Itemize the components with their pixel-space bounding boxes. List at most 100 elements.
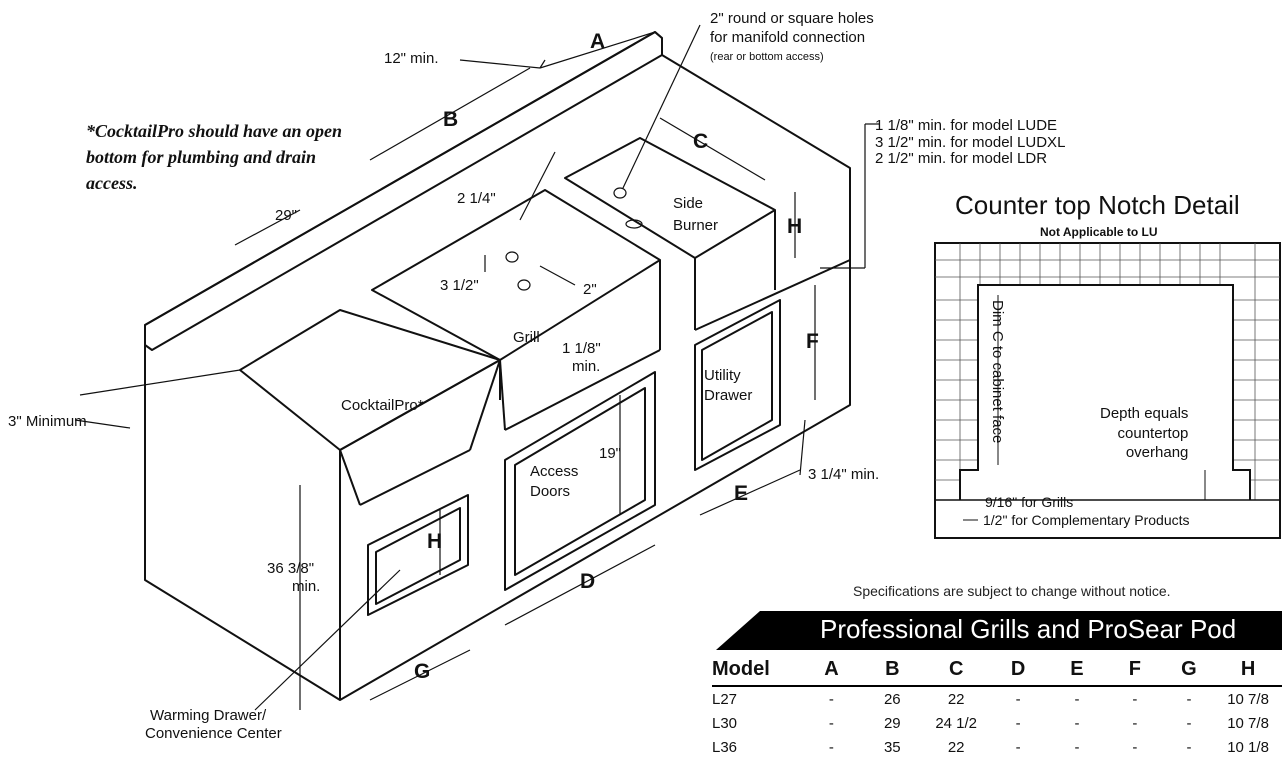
three-half-label: 3 1/2"	[440, 277, 479, 294]
warming-label-b: Convenience Center	[145, 725, 282, 742]
cocktailpro-note: *CocktailPro should have an open bottom …	[86, 121, 343, 194]
table-cell: 22	[947, 690, 965, 708]
table-banner	[716, 611, 1282, 650]
utility-drawer-text: Utility Drawer	[704, 367, 753, 404]
cocktailpro-cavity	[239, 309, 501, 451]
table-cell: -	[1132, 690, 1138, 708]
access-doors-text: Access Doors	[530, 463, 579, 501]
manifold-label-3: (rear or bottom access)	[710, 51, 824, 63]
dim-letter-f: F	[806, 330, 819, 353]
table-cell: -	[1186, 738, 1192, 756]
thirty-six-label-a: 36 3/8"	[267, 560, 315, 577]
table-cell: -	[828, 714, 834, 732]
dim-letter-b: B	[443, 108, 459, 131]
header-g: G	[1163, 654, 1215, 687]
table-cell: -	[1015, 690, 1021, 708]
dim-letter-h-top: H	[787, 215, 803, 238]
utility-drawer-label: Utility Drawer	[704, 366, 764, 405]
depth-line-2: countertop	[1117, 424, 1189, 442]
table-cell: L27	[712, 690, 738, 708]
side-burner-cavity	[564, 137, 776, 259]
header-f: F	[1105, 654, 1164, 687]
notch-detail-subtitle: Not Applicable to LU	[1040, 225, 1158, 239]
table-cell: 24 1/2	[935, 714, 978, 732]
table-cell: -	[1074, 738, 1080, 756]
spec-table: Model A B C D E F G H L27 - 26 22 - - - …	[712, 654, 1282, 759]
products-note: 1/2" for Complementary Products	[983, 512, 1190, 528]
table-cell: -	[1132, 738, 1138, 756]
table-cell: -	[1186, 690, 1192, 708]
dim-letter-d: D	[580, 570, 596, 593]
table-cell: L30	[712, 714, 738, 732]
dim-letter-e: E	[734, 482, 749, 505]
nineteen-label: 19"	[599, 445, 622, 462]
manifold-label-2: for manifold connection	[710, 29, 866, 46]
thirty-six-label-b: min.	[292, 578, 321, 595]
model-note-ludxl: 3 1/2" min. for model LUDXL	[875, 133, 1066, 151]
notch-detail-grid	[934, 242, 1281, 539]
header-h: H	[1214, 654, 1282, 687]
dim-letter-c: C	[693, 130, 709, 153]
table-cell: -	[1074, 690, 1080, 708]
two-quarter-label: 2 1/4"	[457, 190, 496, 207]
table-cell: -	[1015, 738, 1021, 756]
notch-detail-title: Counter top Notch Detail	[955, 190, 1240, 220]
depth-line-3: overhang	[1125, 444, 1189, 461]
table-cell: -	[1132, 714, 1138, 732]
table-cell: 22	[947, 738, 965, 756]
table-cell: L36	[712, 738, 738, 756]
utility-drawer-cutout	[694, 299, 781, 471]
warming-drawer-cutout	[367, 494, 469, 616]
table-cell: 10 7/8	[1227, 714, 1269, 732]
twelve-min-label: 12" min.	[384, 50, 439, 67]
header-model: Model	[712, 654, 803, 687]
table-cell: -	[1015, 714, 1021, 732]
model-notes: 1 1/8" min. for model LUDE 3 1/2" min. f…	[875, 117, 1066, 168]
side-burner-label: Side Burner	[673, 193, 733, 237]
model-note-lude: 1 1/8" min. for model LUDE	[875, 117, 1058, 134]
grill-label: Grill	[513, 329, 540, 346]
three-quarter-min-label: 3 1/4" min.	[808, 466, 880, 483]
warming-label-a: Warming Drawer/	[150, 707, 267, 724]
table-row: L27 - 26 22 - - - - 10 7/8	[712, 686, 1282, 711]
table-cell: 29	[883, 714, 901, 732]
header-a: A	[802, 654, 861, 687]
table-cell: -	[828, 690, 834, 708]
table-cell: -	[1074, 714, 1080, 732]
three-minimum-label: 3" Minimum	[8, 413, 87, 430]
dim-letter-a: A	[590, 30, 606, 53]
grills-note: 9/16" for Grills	[985, 494, 1074, 510]
table-cell: 10 7/8	[1227, 690, 1269, 708]
notch-vertical-label: Dim C to cabinet face	[989, 300, 1006, 444]
table-cell: 26	[883, 690, 901, 708]
model-note-ldr: 2 1/2" min. for model LDR	[875, 150, 1048, 167]
dim-letter-g: G	[414, 660, 431, 683]
side-burner-text: Side Burner	[673, 195, 719, 234]
table-header-row: Model A B C D E F G H	[712, 654, 1282, 687]
two-inch-label: 2"	[583, 281, 597, 298]
table-title: Professional Grills and ProSear Pod	[820, 614, 1237, 644]
header-d: D	[988, 654, 1049, 687]
table-row: L30 - 29 24 1/2 - - - - 10 7/8	[712, 711, 1282, 735]
table-cell: 10 1/8	[1227, 738, 1269, 756]
twenty-nine-label: 29"	[275, 207, 298, 224]
access-doors-cutout	[504, 371, 656, 591]
one-eighth-label-b: min.	[572, 358, 601, 375]
table-cell: -	[1186, 714, 1192, 732]
depth-line-1: Depth equals	[1100, 405, 1189, 422]
dim-letter-h-drawer: H	[427, 530, 443, 553]
one-eighth-label-a: 1 1/8"	[562, 340, 601, 357]
cocktailpro-label: CocktailPro*	[341, 397, 424, 414]
access-doors-label: Access Doors	[530, 462, 596, 503]
spec-note: Specifications are subject to change wit…	[853, 583, 1171, 599]
table-cell: -	[828, 738, 834, 756]
header-b: B	[860, 654, 925, 687]
cabinet-outline	[144, 31, 851, 701]
manifold-label-1: 2" round or square holes	[710, 10, 874, 27]
header-c: C	[924, 654, 989, 687]
table-row: L36 - 35 22 - - - - 10 1/8	[712, 735, 1282, 759]
notch-depth-label: Depth equals countertop overhang	[1100, 404, 1188, 463]
table-cell: 35	[883, 738, 901, 756]
header-e: E	[1048, 654, 1106, 687]
